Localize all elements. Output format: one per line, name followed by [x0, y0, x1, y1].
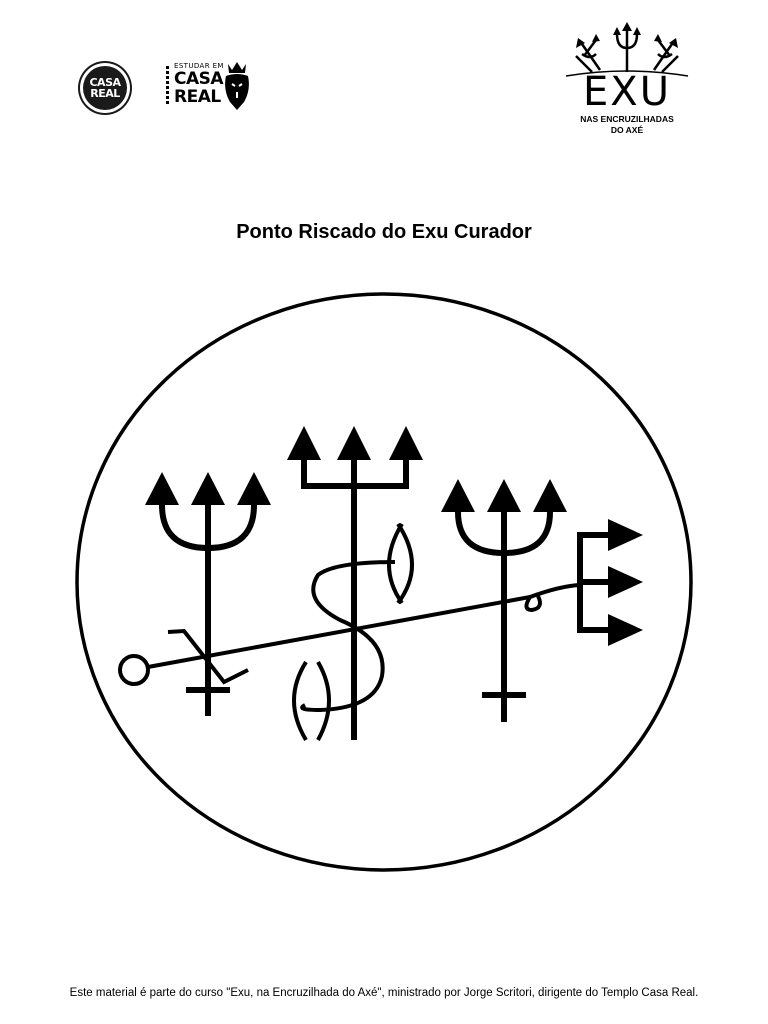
crescents — [292, 522, 414, 742]
enclosing-circle — [75, 292, 693, 872]
exu-logo-subtitle-2: DO AXÉ — [610, 125, 644, 135]
center-trident — [301, 460, 409, 740]
diagonal-line — [118, 583, 581, 686]
estudar-casa-real-logo: ESTUDAR EM CASA REAL — [164, 58, 254, 114]
logo-bar-decoration — [166, 66, 169, 106]
estudar-logo-line2: REAL — [174, 87, 221, 107]
exu-logo-subtitle-1: NAS ENCRUZILHADAS — [580, 114, 674, 124]
lion-crown-icon — [225, 62, 249, 110]
estudar-logo-line1: CASA — [174, 69, 224, 89]
triple-arrow — [577, 532, 610, 633]
exu-logo-word: EXU — [583, 69, 671, 115]
footer-note: Este material é parte do curso "Exu, na … — [69, 987, 699, 999]
ponto-riscado-drawing — [75, 292, 693, 872]
serpent-curve — [300, 560, 396, 713]
arrowheads — [145, 426, 643, 646]
right-trident — [455, 511, 553, 722]
casa-real-logo: CASA REAL — [80, 63, 130, 113]
casa-real-logo-line1: CASA — [89, 76, 121, 89]
tridents-icon — [565, 22, 689, 77]
left-trident — [159, 504, 257, 716]
estudar-logo-prefix: ESTUDAR EM — [174, 62, 224, 70]
exu-course-logo: EXU NAS ENCRUZILHADAS DO AXÉ — [562, 22, 692, 142]
casa-real-logo-line2: REAL — [90, 87, 120, 100]
page-title: Ponto Riscado do Exu Curador — [236, 221, 532, 243]
